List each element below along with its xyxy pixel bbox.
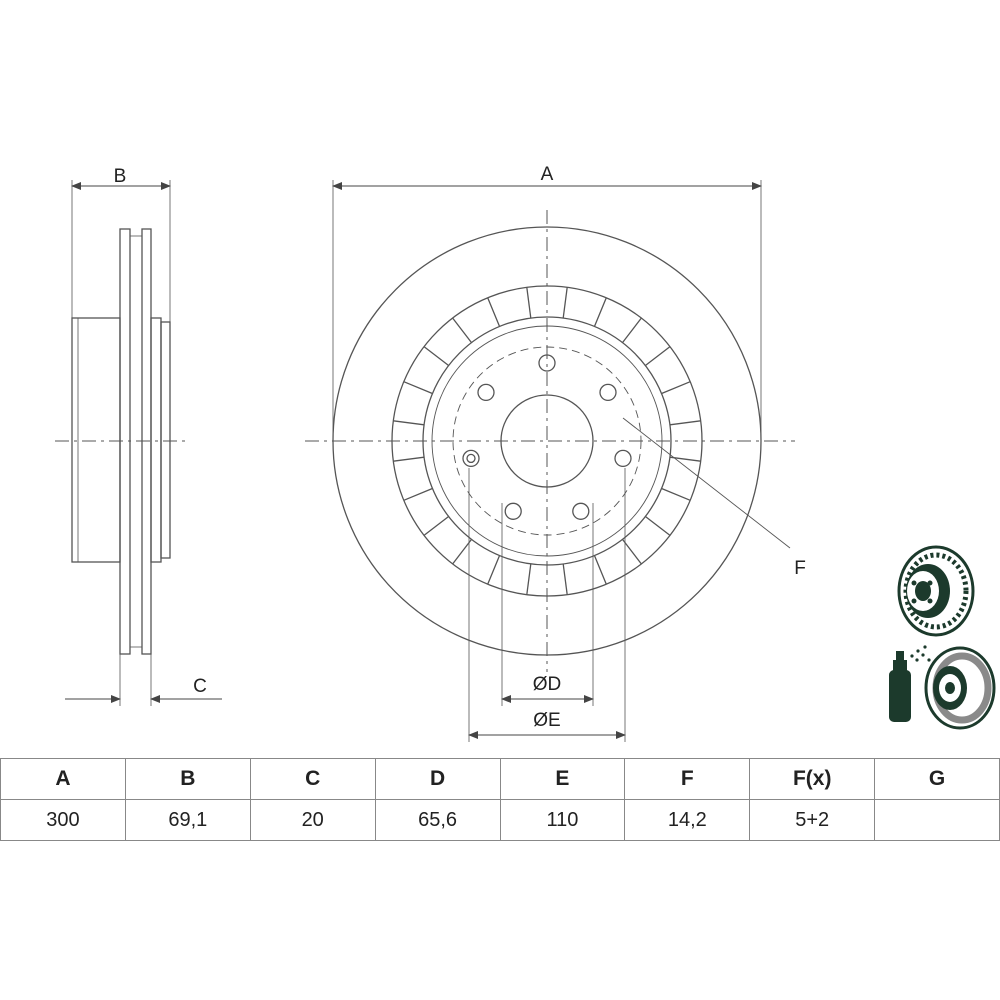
vent-rib bbox=[403, 487, 433, 501]
label-D: ØD bbox=[533, 674, 562, 695]
vent-rib bbox=[452, 317, 473, 343]
vent-rib bbox=[487, 555, 501, 585]
header-B: B bbox=[124, 758, 251, 800]
cooling-vents bbox=[393, 287, 701, 595]
value-E: 110 bbox=[499, 799, 626, 841]
front-view bbox=[305, 180, 795, 742]
header-D: D bbox=[374, 758, 501, 800]
spec-header-row: A B C D E F F(x) G bbox=[0, 758, 1000, 800]
header-A: A bbox=[0, 758, 126, 800]
label-A: A bbox=[541, 164, 554, 185]
vent-rib bbox=[452, 539, 473, 565]
vent-rib bbox=[645, 515, 671, 536]
vent-rib bbox=[593, 297, 607, 327]
vent-rib bbox=[423, 346, 449, 367]
header-G: G bbox=[874, 758, 1000, 800]
vent-rib bbox=[562, 563, 568, 595]
vent-rib bbox=[669, 456, 701, 462]
vent-rib bbox=[562, 287, 568, 319]
vent-rib bbox=[403, 381, 433, 395]
header-Fx: F(x) bbox=[749, 758, 876, 800]
side-view bbox=[55, 180, 222, 706]
vent-rib bbox=[393, 456, 425, 462]
value-G bbox=[874, 799, 1000, 841]
vent-rib bbox=[526, 287, 532, 319]
vent-rib bbox=[423, 515, 449, 536]
value-A: 300 bbox=[0, 799, 126, 841]
label-B: B bbox=[114, 166, 127, 187]
vent-rib bbox=[669, 420, 701, 426]
value-B: 69,1 bbox=[124, 799, 251, 841]
vent-rib bbox=[645, 346, 671, 367]
value-D: 65,6 bbox=[374, 799, 501, 841]
brake-disc-3d-icon bbox=[897, 545, 975, 637]
label-C: C bbox=[193, 676, 207, 697]
bolt-hole bbox=[599, 383, 617, 402]
locating-pin-hole bbox=[466, 453, 476, 464]
vent-rib bbox=[487, 297, 501, 327]
spec-table: A B C D E F F(x) G 300 69,1 20 65,6 110 … bbox=[0, 758, 1000, 841]
vent-rib bbox=[393, 420, 425, 426]
header-E: E bbox=[499, 758, 626, 800]
header-C: C bbox=[249, 758, 376, 800]
vent-rib bbox=[621, 317, 642, 343]
label-E: ØE bbox=[533, 710, 560, 731]
value-Fx: 5+2 bbox=[749, 799, 876, 841]
bolt-hole bbox=[572, 502, 590, 520]
bolt-hole bbox=[538, 354, 556, 372]
bolt-holes bbox=[462, 354, 632, 520]
coating-spray-disc-icon bbox=[889, 645, 996, 730]
bolt-hole bbox=[477, 383, 495, 402]
label-F: F bbox=[794, 558, 806, 579]
vent-rib bbox=[661, 381, 691, 395]
vent-rib bbox=[661, 487, 691, 501]
bolt-hole bbox=[504, 502, 522, 520]
vent-rib bbox=[526, 563, 532, 595]
value-F: 14,2 bbox=[624, 799, 751, 841]
vent-rib bbox=[593, 555, 607, 585]
spec-value-row: 300 69,1 20 65,6 110 14,2 5+2 bbox=[0, 799, 1000, 841]
bolt-hole bbox=[614, 449, 632, 468]
header-F: F bbox=[624, 758, 751, 800]
bolt-hole bbox=[462, 449, 480, 468]
value-C: 20 bbox=[249, 799, 376, 841]
vent-rib bbox=[621, 539, 642, 565]
